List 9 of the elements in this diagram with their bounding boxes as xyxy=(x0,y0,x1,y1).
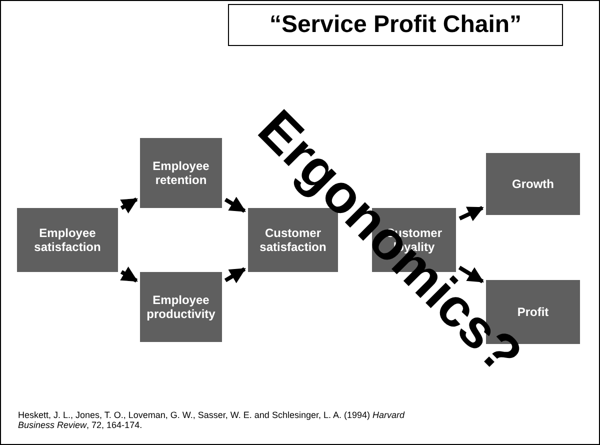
arrow xyxy=(120,198,138,214)
process-box: Employee retention xyxy=(140,138,222,208)
citation: Heskett, J. L., Jones, T. O., Loveman, G. W., Sasser, W. E. and Schlesinger, L. A. (1994) Harvard Business Review, 72, 164-174. xyxy=(18,410,406,430)
arrow xyxy=(120,266,138,282)
process-box: Employee satisfaction xyxy=(17,208,118,272)
process-box: Employee productivity xyxy=(140,272,222,342)
arrow xyxy=(224,196,246,213)
title: “Service Profit Chain” xyxy=(228,4,563,46)
arrow xyxy=(224,267,246,284)
